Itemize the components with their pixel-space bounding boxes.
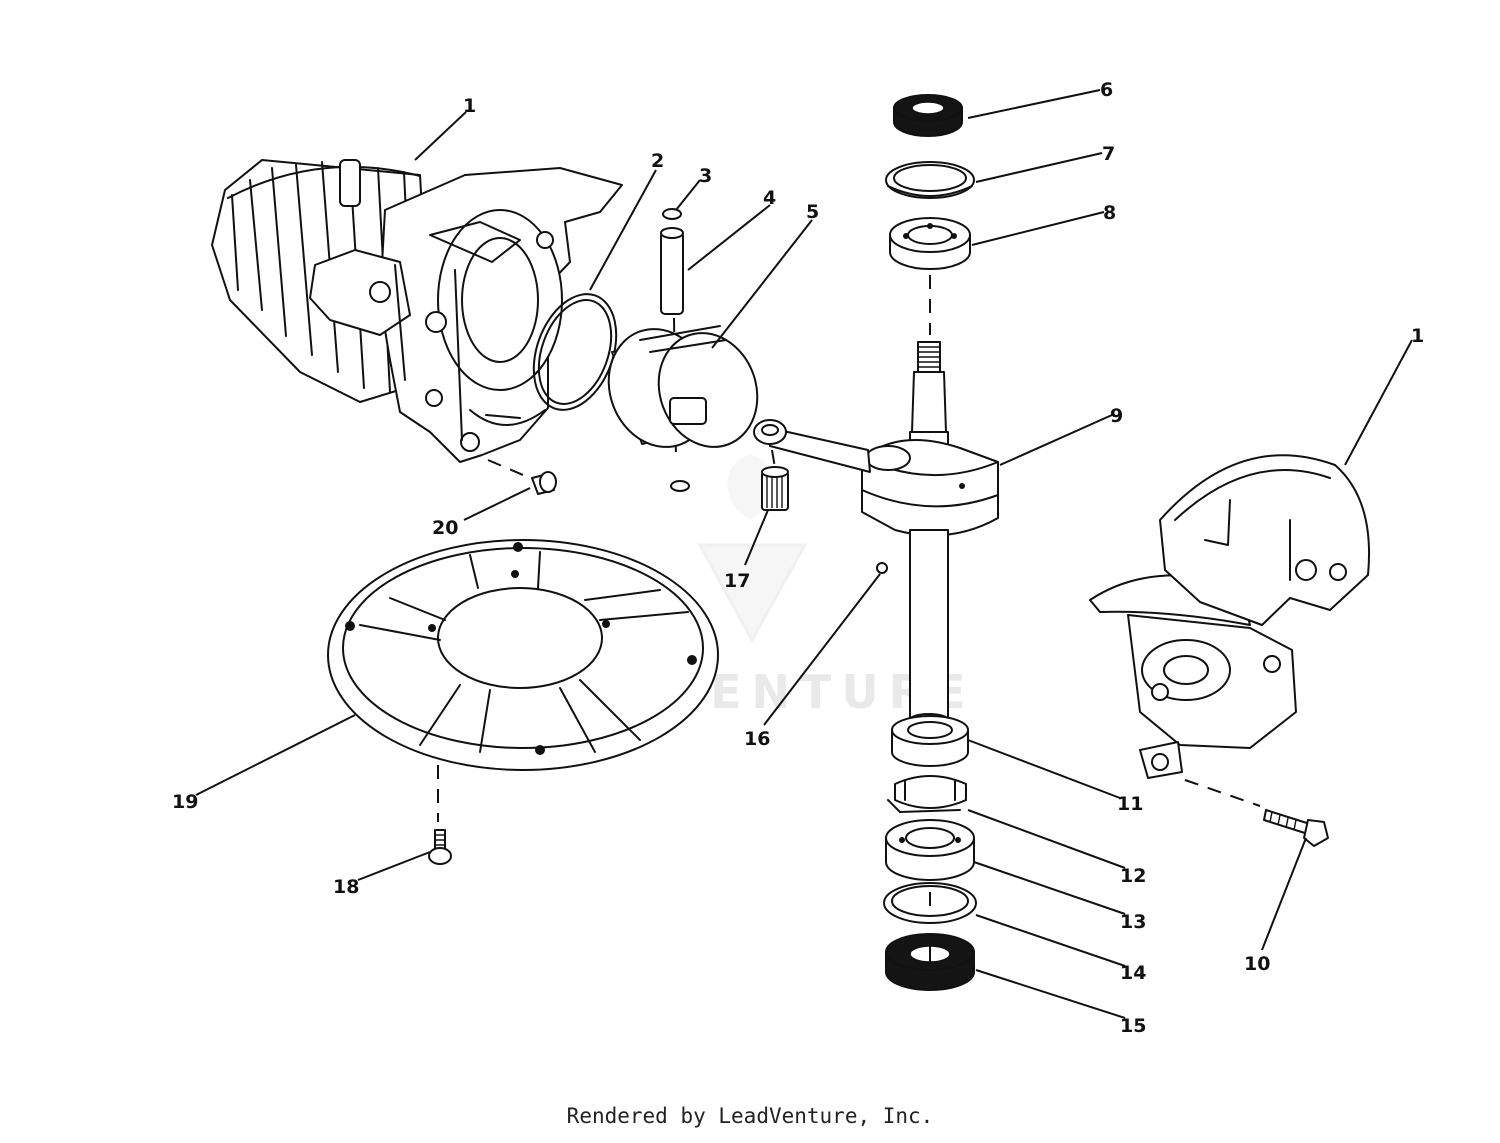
cover-screw-part xyxy=(1263,809,1329,847)
callout-16: 16 xyxy=(744,728,770,750)
retainer-clip-part xyxy=(662,208,690,492)
render-credit: Rendered by LeadVenture, Inc. xyxy=(566,1104,934,1128)
crankcase-cover-part xyxy=(1089,454,1371,779)
callout-1-cover: 1 xyxy=(1411,325,1424,347)
shield-plate-part xyxy=(327,539,719,771)
snap-ring-top-part xyxy=(885,161,975,199)
callout-12: 12 xyxy=(1120,865,1146,887)
snap-ring-lower-part xyxy=(883,882,977,924)
callout-18: 18 xyxy=(333,876,359,898)
callout-9: 9 xyxy=(1110,405,1123,427)
spring-clip-part xyxy=(887,775,967,813)
callout-5: 5 xyxy=(806,201,819,223)
crankshaft-part xyxy=(861,341,999,727)
piston-part xyxy=(607,325,759,448)
rod-axis-line xyxy=(771,449,776,469)
woodruff-key-part xyxy=(876,562,888,574)
callout-labels: 1 2 3 4 5 6 7 8 9 1 10 11 12 13 14 15 16… xyxy=(172,79,1424,1037)
callout-1-engine: 1 xyxy=(463,95,476,117)
callout-20: 20 xyxy=(432,517,458,539)
callout-14: 14 xyxy=(1120,962,1146,984)
callout-11: 11 xyxy=(1117,793,1143,815)
callout-7: 7 xyxy=(1102,143,1115,165)
bearing-spacer-part xyxy=(891,715,969,767)
callout-3: 3 xyxy=(699,165,712,187)
connecting-rod-part xyxy=(753,419,871,473)
plate-screw-part xyxy=(428,829,452,865)
wrist-pin-part xyxy=(660,227,684,315)
screw-axis-line xyxy=(1184,779,1261,807)
callout-2: 2 xyxy=(651,150,664,172)
callout-17: 17 xyxy=(724,570,750,592)
callout-15: 15 xyxy=(1120,1015,1146,1037)
callout-10: 10 xyxy=(1244,953,1270,975)
ball-bearing-lower-part xyxy=(885,819,975,881)
callout-13: 13 xyxy=(1120,911,1146,933)
needle-bearing-part xyxy=(761,466,789,511)
dowel-pin-part xyxy=(531,471,557,495)
leader-lines xyxy=(195,89,1413,1019)
oil-seal-top-part xyxy=(893,94,963,137)
dowel-axis-line xyxy=(487,459,531,479)
callout-6: 6 xyxy=(1100,79,1113,101)
callout-8: 8 xyxy=(1103,202,1116,224)
callout-4: 4 xyxy=(763,187,776,209)
engine-block-part xyxy=(211,159,623,463)
ball-bearing-top-part xyxy=(889,217,971,270)
callout-19: 19 xyxy=(172,791,198,813)
